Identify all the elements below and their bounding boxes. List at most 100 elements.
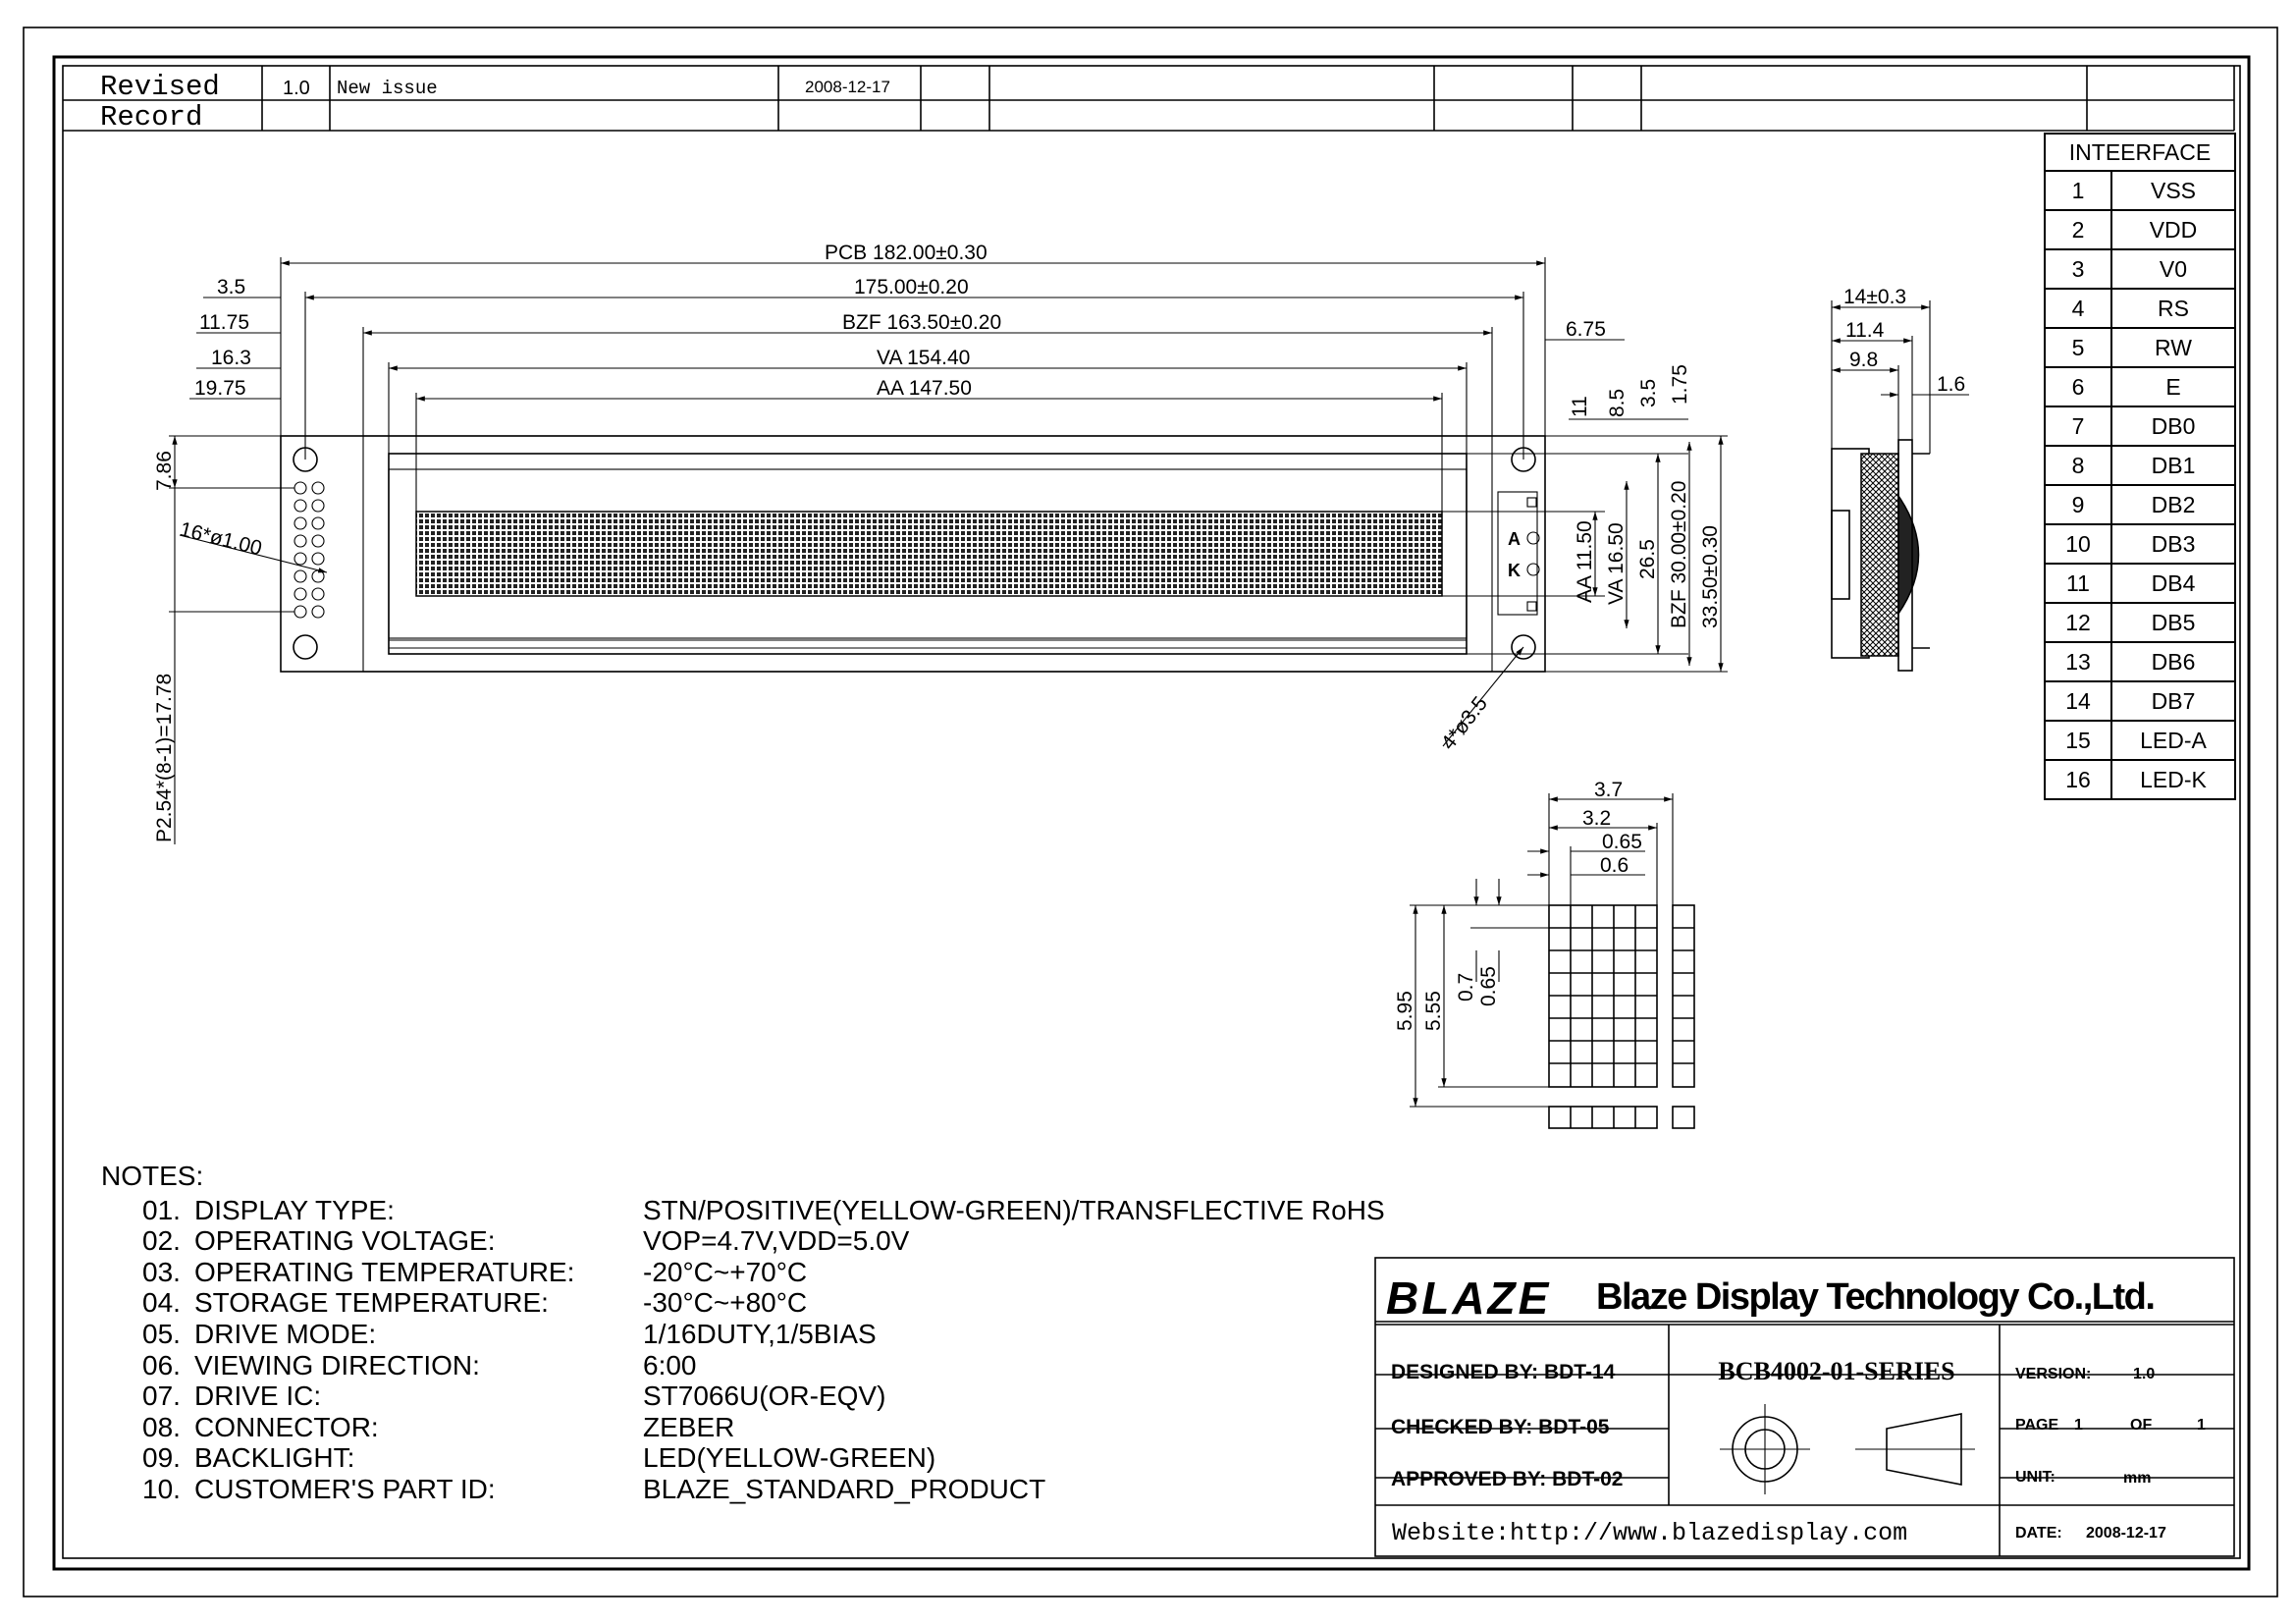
list-item: 10.CUSTOMER'S PART ID:BLAZE_STANDARD_PRO…	[142, 1473, 1046, 1504]
dim-v-pcb: 33.50±0.30	[1699, 525, 1722, 628]
revised-label: Revised	[100, 71, 220, 103]
char-dim-3-2: 3.2	[1582, 807, 1611, 830]
title-block: BLAZE Blaze Display Technology Co.,Ltd. …	[1374, 1257, 2235, 1557]
page-label: PAGE	[2015, 1417, 2058, 1434]
dim-top-11: 11	[1569, 396, 1591, 417]
dim-left-19-75: 19.75	[194, 377, 246, 400]
version-label: VERSION:	[2015, 1366, 2091, 1382]
outer-frame	[23, 27, 2278, 1597]
pin-header	[294, 481, 325, 619]
list-item: 07.DRIVE IC:ST7066U(OR-EQV)	[142, 1380, 886, 1412]
dim-top-3-5: 3.5	[1637, 379, 1660, 407]
bzf-window	[388, 468, 1468, 639]
list-item: 03.OPERATING TEMPERATURE:-20°C~+70°C	[142, 1256, 808, 1287]
revision-description: New issue	[337, 78, 438, 99]
company-name: Blaze Display Technology Co.,Ltd.	[1596, 1276, 2154, 1318]
dim-top-8-5: 8.5	[1606, 389, 1629, 417]
bezel-outline	[362, 435, 1493, 673]
date-label: DATE:	[2015, 1525, 2062, 1542]
dim-bzf: BZF 163.50±0.20	[842, 311, 1001, 334]
page-total: 1	[2197, 1417, 2206, 1434]
char-dim-0-6: 0.6	[1600, 854, 1629, 877]
drawing-border	[62, 65, 2241, 1559]
notes-block: NOTES: 01.DISPLAY TYPE:STN/POSITIVE(YELL…	[101, 1161, 1385, 1505]
dim-v-26-5: 26.5	[1636, 539, 1659, 579]
dim-left-16-3: 16.3	[211, 347, 251, 369]
terminal-pad-icon	[1526, 497, 1537, 508]
dim-right-6-75: 6.75	[1566, 318, 1606, 341]
list-item: 02.OPERATING VOLTAGE:VOP=4.7V,VDD=5.0V	[142, 1225, 910, 1257]
dim-outline: 175.00±0.20	[854, 276, 969, 298]
char-dim-0-7: 0.7	[1455, 973, 1477, 1001]
dim-pin-holes: 16*ø1.00	[178, 518, 264, 561]
unit-value: mm	[2123, 1470, 2151, 1487]
projection-symbol-icon	[1720, 1404, 1975, 1494]
led-k-pad-icon	[1526, 563, 1540, 576]
side-view: 14±0.3 11.4 9.8 1.6	[1831, 286, 1969, 672]
character-detail: 3.7 3.2 0.65 0.6 5.95 5.55 0.7 0.65	[1394, 779, 1695, 1129]
led-a-label: A	[1508, 529, 1521, 549]
record-label: Record	[100, 101, 202, 134]
dim-pin-pitch: P2.54*(8-1)=17.78	[153, 674, 176, 842]
dim-left-3-5: 3.5	[217, 276, 245, 298]
dim-v-bzf: BZF 30.00±0.20	[1668, 481, 1690, 628]
side-dim-11-4: 11.4	[1845, 319, 1885, 342]
list-item: 08.CONNECTOR:ZEBER	[142, 1411, 735, 1442]
char-dim-5-55: 5.55	[1422, 991, 1445, 1031]
mount-hole-icon	[1511, 634, 1536, 660]
website: Website:http://www.blazedisplay.com	[1392, 1519, 1907, 1547]
unit-label: UNIT:	[2015, 1469, 2056, 1486]
list-item: 01.DISPLAY TYPE:STN/POSITIVE(YELLOW-GREE…	[142, 1194, 1385, 1225]
dim-top-1-75: 1.75	[1669, 364, 1691, 405]
designed-by: DESIGNED BY: BDT-14	[1391, 1361, 1616, 1383]
dim-v-va: VA 16.50	[1605, 522, 1628, 605]
led-k-label: K	[1508, 561, 1521, 580]
side-dim-14: 14±0.3	[1843, 286, 1906, 308]
led-a-pad-icon	[1526, 531, 1540, 545]
dim-hole-7-86: 7.86	[153, 451, 176, 491]
dim-va: VA 154.40	[877, 347, 970, 369]
dim-aa: AA 147.50	[877, 377, 972, 400]
dim-v-aa: AA 11.50	[1574, 520, 1596, 603]
dim-mount-holes: 4*ø3.5	[1437, 692, 1492, 754]
mount-hole-icon	[293, 634, 318, 660]
date-value: 2008-12-17	[2086, 1525, 2166, 1542]
version-value: 1.0	[2133, 1366, 2155, 1382]
interface-header: INTEERFACE	[2044, 133, 2236, 172]
led-terminal-block	[1497, 491, 1538, 616]
revision-record: Revised Record 1.0 New issue 2008-12-17	[63, 66, 2235, 134]
front-view: A K PCB 182.00±0.30 175.00±0.20 BZF 163.…	[153, 242, 1728, 844]
inner-frame	[52, 55, 2251, 1571]
terminal-pad-icon	[1526, 601, 1537, 612]
revision-date: 2008-12-17	[805, 78, 890, 96]
dim-pcb: PCB 182.00±0.30	[825, 242, 988, 264]
side-dim-1-6: 1.6	[1937, 373, 1965, 396]
part-number: BCB4002-01-SERIES	[1718, 1357, 1954, 1385]
of-label: OF	[2130, 1417, 2152, 1434]
list-item: 06.VIEWING DIRECTION:6:00	[142, 1349, 697, 1380]
char-dim-0-65-v: 0.65	[1477, 966, 1500, 1006]
list-item: 09.BACKLIGHT:LED(YELLOW-GREEN)	[142, 1442, 936, 1474]
revision-version: 1.0	[283, 78, 310, 99]
active-area	[415, 511, 1443, 597]
char-dim-5-95: 5.95	[1394, 991, 1416, 1031]
blaze-logo: BLAZE	[1386, 1272, 1551, 1324]
checked-by: CHECKED BY: BDT-05	[1391, 1416, 1610, 1438]
